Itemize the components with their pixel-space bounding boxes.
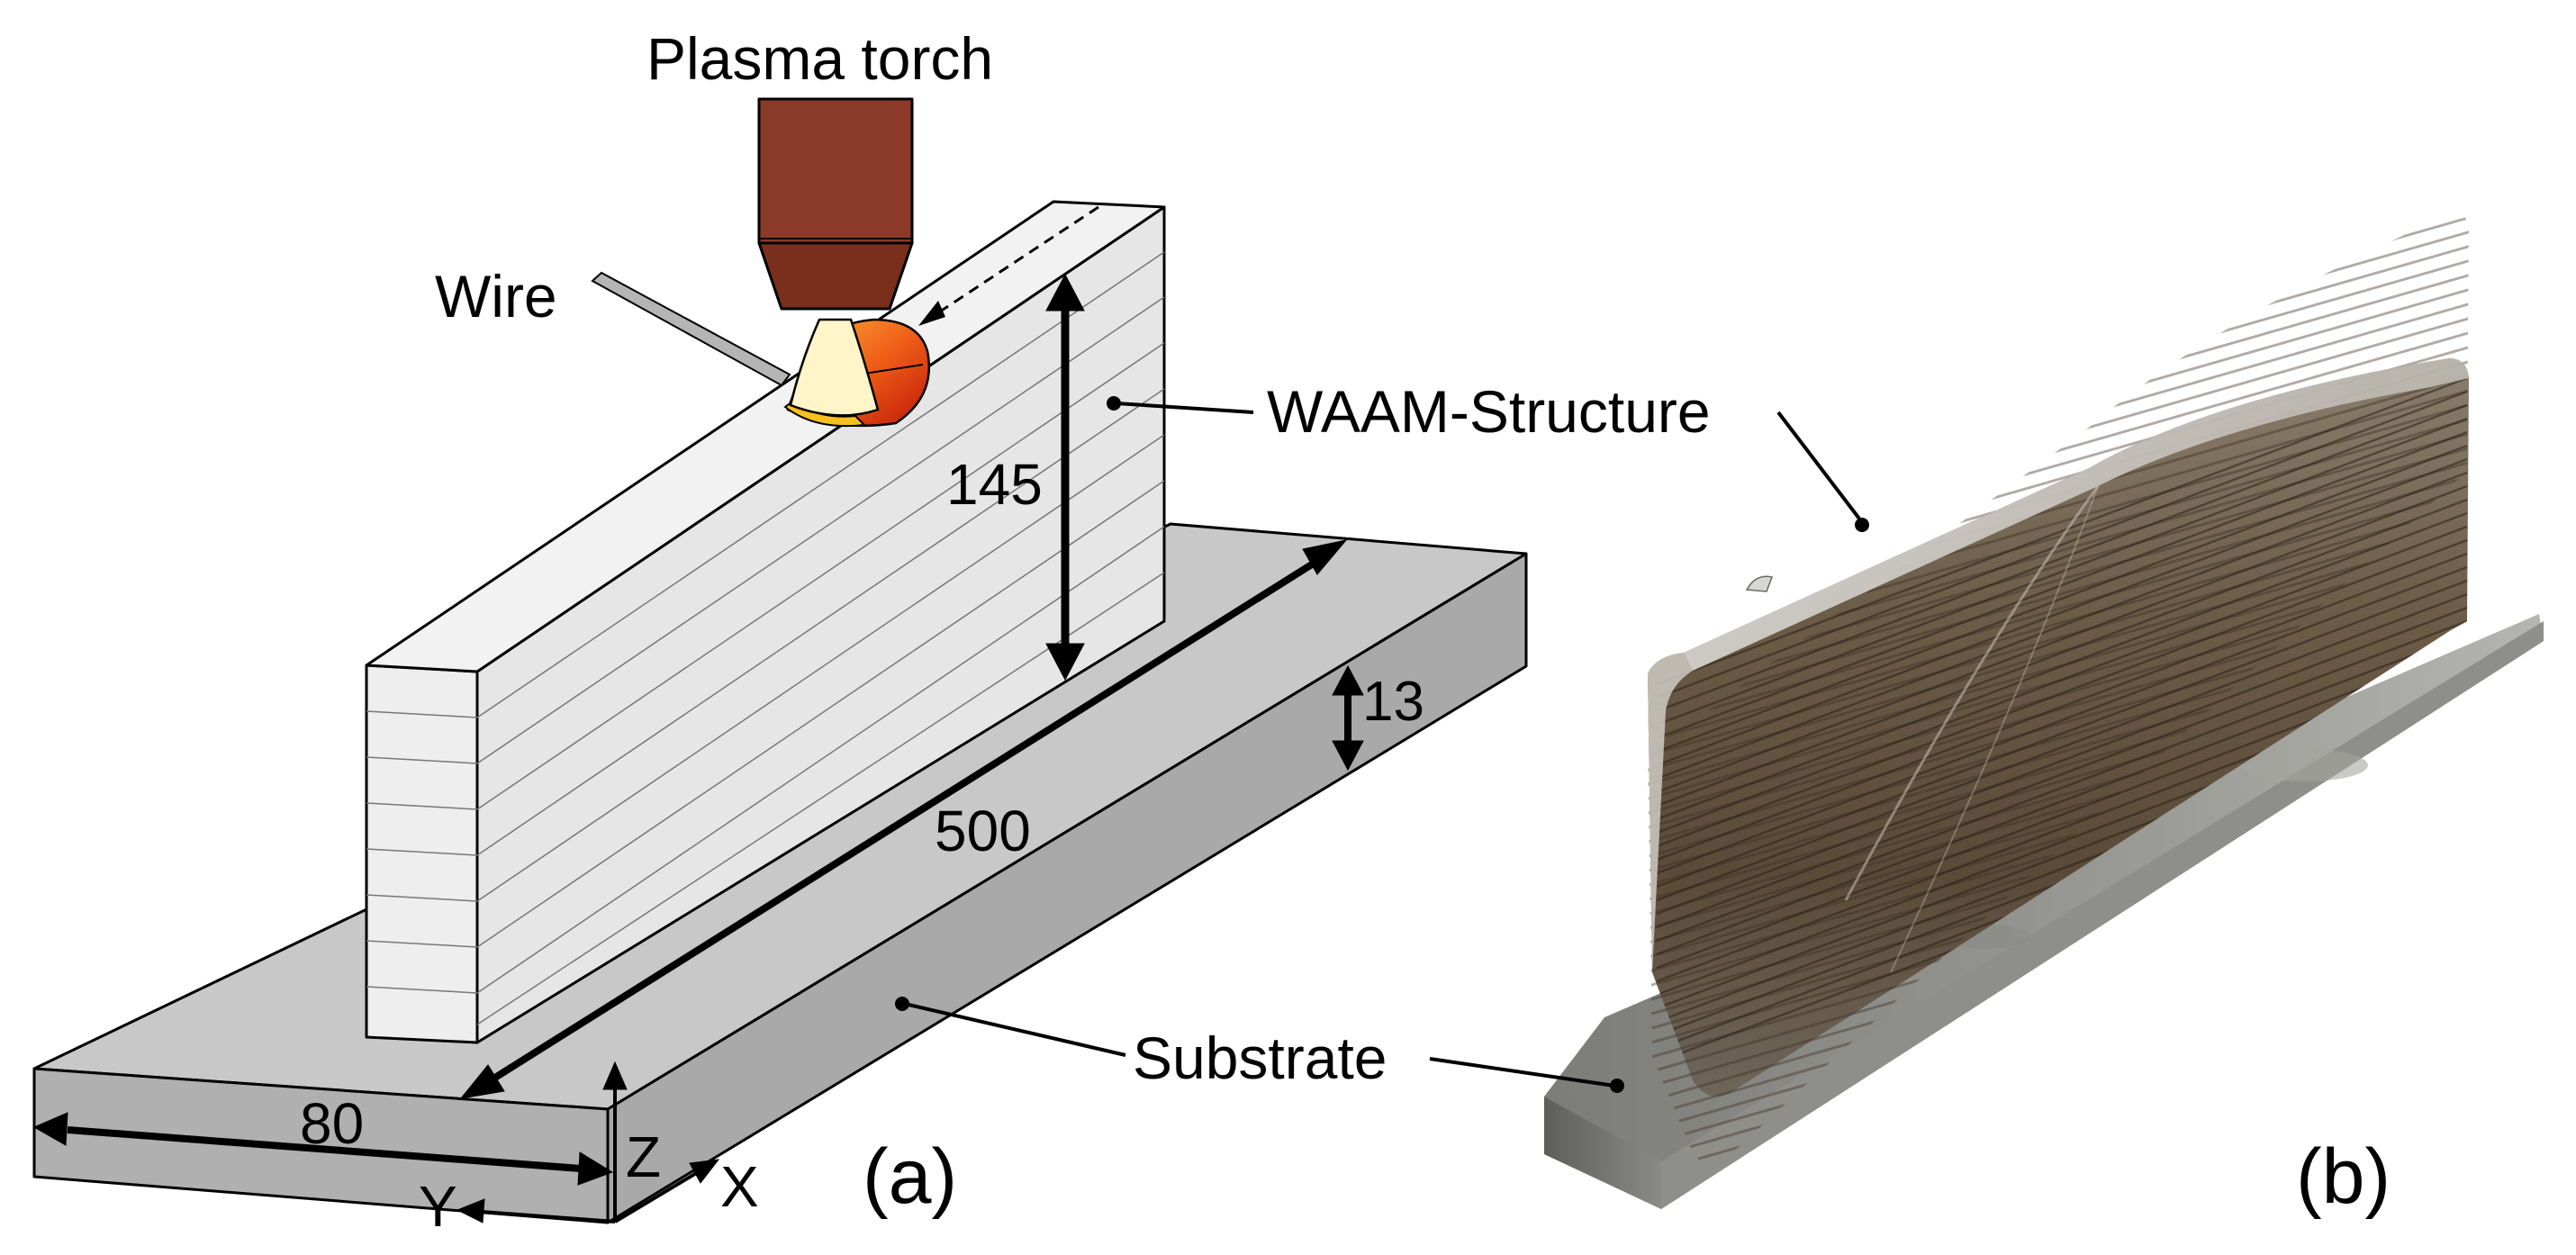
wall-layer-lines (366, 251, 1165, 1025)
substrate-side-face (606, 552, 1528, 1224)
structure-leader (1107, 396, 1254, 414)
coordinate-axes (456, 1061, 720, 1223)
height-dimension-label: 145 (946, 452, 1043, 517)
width-dimension-label: 80 (300, 1091, 364, 1156)
structure-label: WAAM-Structure (1267, 378, 1711, 445)
wire-label: Wire (435, 263, 557, 330)
torch-body (757, 97, 914, 245)
substrate-leader (895, 997, 1126, 1057)
height-dimension-arrow (1045, 273, 1085, 682)
torch-label: Plasma torch (646, 25, 993, 92)
schematic-panel: Plasma torch Wire WAAM-Structure Substra… (32, 25, 1711, 1239)
photo-structure-leader (1776, 411, 1869, 532)
photo-wall (1648, 212, 2469, 1164)
torch-nozzle (757, 241, 914, 311)
width-dimension-arrow (32, 1112, 614, 1186)
z-axis-label: Z (626, 1124, 661, 1189)
travel-direction-arrow (918, 205, 1099, 326)
thickness-dimension-arrow (1332, 664, 1364, 772)
photo-substrate-leader (1429, 1057, 1624, 1093)
photo-panel: (b) (1429, 212, 2544, 1220)
plasma-torch (757, 97, 914, 311)
plasma-arc (789, 318, 880, 417)
panel-b-label: (b) (2296, 1133, 2391, 1220)
thickness-dimension-label: 13 (1362, 671, 1424, 733)
length-dimension-arrow (459, 539, 1348, 1099)
panel-a-label: (a) (863, 1133, 957, 1220)
waam-wall (365, 200, 1166, 1044)
x-axis-label: X (720, 1154, 759, 1219)
length-dimension-label: 500 (935, 799, 1031, 863)
y-axis-label: Y (419, 1174, 457, 1239)
substrate-label: Substrate (1133, 1025, 1387, 1091)
wire-rod (591, 271, 791, 387)
